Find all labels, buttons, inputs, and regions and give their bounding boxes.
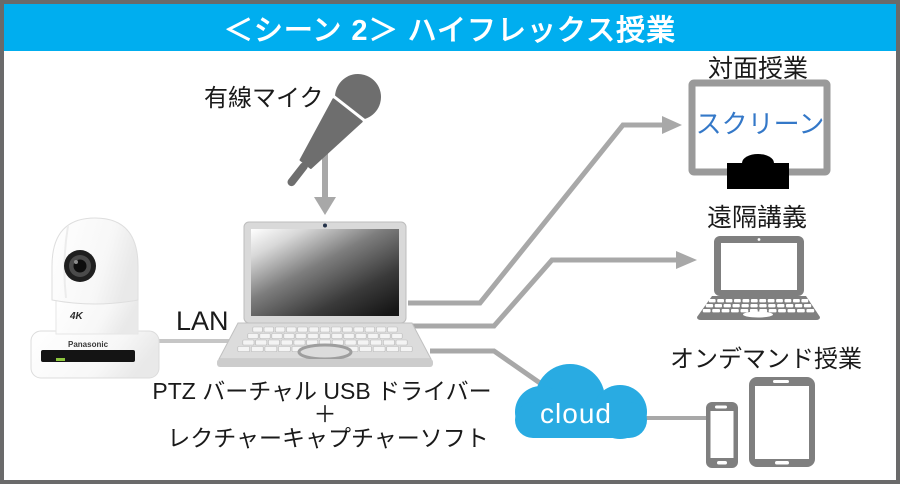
microphone-icon bbox=[287, 74, 381, 187]
wired-mic-label: 有線マイク bbox=[204, 85, 324, 112]
remote-lecture-title: 遠隔講義 bbox=[706, 204, 808, 232]
remote-laptop-icon bbox=[697, 236, 820, 320]
scene-banner: ＜シーン 2＞ ハイフレックス授業 bbox=[4, 4, 896, 51]
laptop-caption-line1: PTZ バーチャル USB ドライバー bbox=[152, 378, 492, 404]
mic-down-arrow-icon bbox=[314, 146, 336, 215]
remote-laptop-keyboard bbox=[702, 299, 815, 313]
camera-brand-label: Panasonic bbox=[68, 340, 109, 349]
screen-label: スクリーン bbox=[695, 109, 825, 139]
projection-screen-icon bbox=[688, 79, 831, 189]
connector-to-screen bbox=[408, 122, 664, 306]
arrowhead-to-screen bbox=[662, 116, 682, 134]
on-demand-title: オンデマンド授業 bbox=[670, 346, 862, 373]
camera-4k-badge: 4K bbox=[69, 311, 84, 322]
connector-to-cloud bbox=[430, 348, 552, 393]
smartphone-icon bbox=[706, 402, 738, 468]
lan-label: LAN bbox=[176, 306, 229, 336]
cloud-icon bbox=[515, 364, 647, 439]
tablet-icon bbox=[749, 377, 815, 467]
cloud-label: cloud bbox=[540, 398, 612, 429]
scene-title: ＜シーン 2＞ ハイフレックス授業 bbox=[223, 14, 677, 47]
laptop-icon bbox=[217, 221, 433, 367]
laptop-caption-plus: ＋ bbox=[313, 401, 337, 427]
arrowhead-to-remote bbox=[676, 251, 697, 269]
face-to-face-title: 対面授業 bbox=[707, 55, 809, 83]
connector-to-remote bbox=[408, 257, 678, 329]
ptz-camera-icon: 4K Panasonic bbox=[30, 217, 160, 379]
laptop-caption-line2: レクチャーキャプチャーソフト bbox=[167, 425, 489, 451]
